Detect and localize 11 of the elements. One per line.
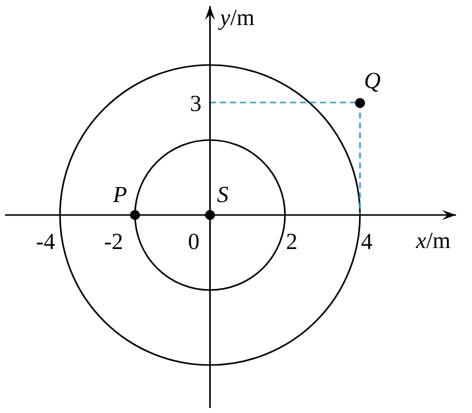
point-label: Q xyxy=(364,68,381,92)
tick-label: -2 xyxy=(104,230,124,253)
tick-label: -4 xyxy=(36,230,56,253)
axis-label: x/m xyxy=(416,229,450,252)
tick-label: 4 xyxy=(361,230,372,253)
tick-label: 2 xyxy=(286,230,298,253)
tick-label: 0 xyxy=(188,230,200,253)
tick-label: 3 xyxy=(190,92,202,115)
axis-label: y/m xyxy=(220,6,254,29)
point-label: P xyxy=(113,183,128,206)
point-label: S xyxy=(217,183,228,206)
